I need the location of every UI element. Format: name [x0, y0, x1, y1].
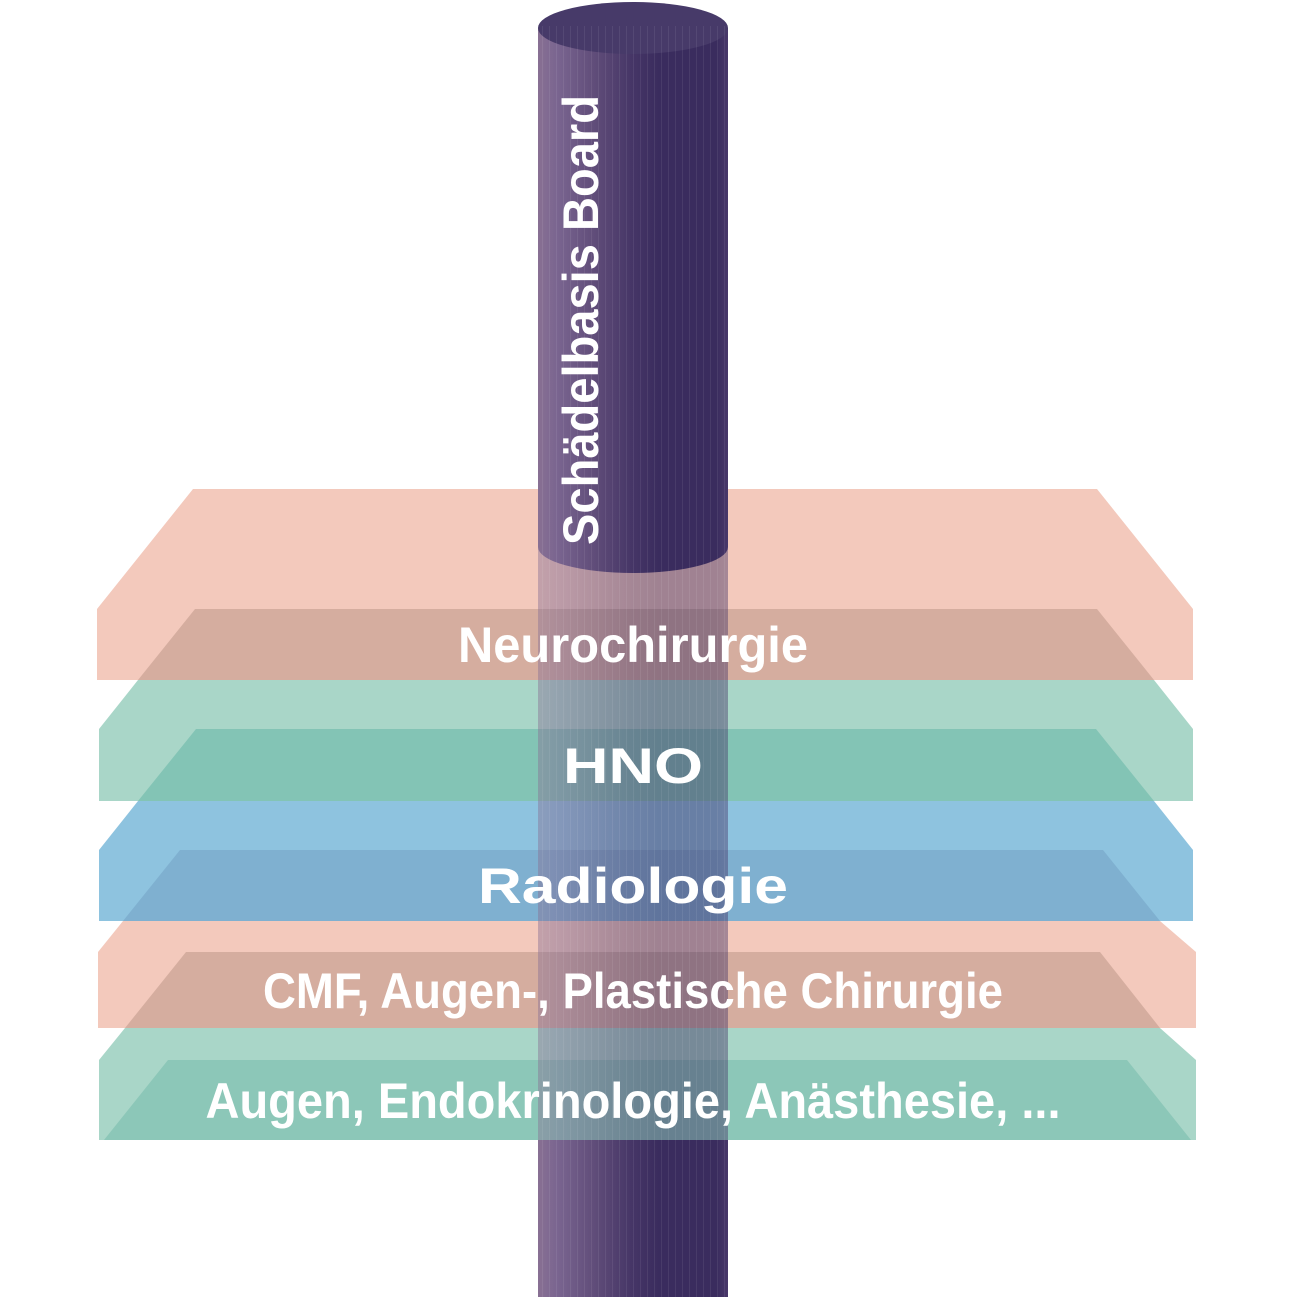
cylinder-label: Schädelbasis Board [553, 95, 609, 545]
cylinder-striations [538, 26, 728, 1297]
layer-label-radiologie: Radiologie [478, 858, 788, 914]
layer-label-hno: HNO [563, 738, 703, 794]
cylinder [538, 2, 728, 1297]
layer-label-augen-endokrinologie: Augen, Endokrinologie, Anästhesie, ... [206, 1073, 1061, 1129]
layer-label-cmf: CMF, Augen-, Plastische Chirurgie [263, 963, 1003, 1019]
layer-label-neurochirurgie: Neurochirurgie [458, 617, 808, 673]
